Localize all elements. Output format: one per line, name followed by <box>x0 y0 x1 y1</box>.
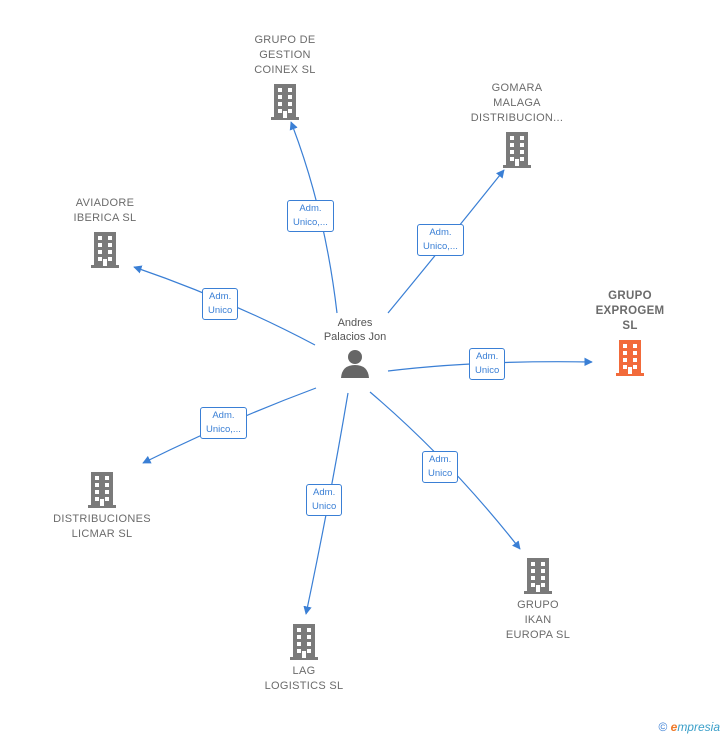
building-icon <box>271 84 299 120</box>
relation-label-aviadore[interactable]: Adm. Unico <box>202 288 239 320</box>
building-icon <box>290 624 318 660</box>
company-grupo-gestion-coinex[interactable]: GRUPO DE GESTION COINEX SL <box>235 33 335 120</box>
relation-label-licmar[interactable]: Adm. Unico,... <box>200 407 247 439</box>
building-icon <box>524 558 552 594</box>
relation-label-ikan[interactable]: Adm. Unico <box>422 451 459 483</box>
person-name: Andres Palacios Jon <box>323 317 387 343</box>
company-name: GRUPO IKAN EUROPA SL <box>505 599 571 641</box>
company-grupo-ikan[interactable]: GRUPO IKAN EUROPA SL <box>488 558 588 643</box>
building-icon <box>91 232 119 268</box>
company-lag-logistics[interactable]: LAG LOGISTICS SL <box>254 624 354 694</box>
company-grupo-exprogem[interactable]: GRUPO EXPROGEM SL <box>580 289 680 376</box>
company-gomara-malaga[interactable]: GOMARA MALAGA DISTRIBUCION... <box>462 81 572 168</box>
relation-label-exprogem[interactable]: Adm. Unico <box>469 348 506 380</box>
brand-name: mpresia <box>677 720 720 734</box>
company-name: AVIADORE IBERICA SL <box>73 197 137 224</box>
company-name: DISTRIBUCIONES LICMAR SL <box>53 513 151 540</box>
brand-initial: e <box>670 720 678 734</box>
person-node[interactable]: Andres Palacios Jon <box>300 316 410 378</box>
company-aviadore-iberica[interactable]: AVIADORE IBERICA SL <box>55 196 155 268</box>
copyright-symbol: © <box>658 720 668 734</box>
person-icon <box>341 350 369 378</box>
company-name: LAG LOGISTICS SL <box>264 665 344 692</box>
company-name: GRUPO EXPROGEM SL <box>595 290 665 332</box>
relation-label-gomara[interactable]: Adm. Unico,... <box>417 224 464 256</box>
building-icon <box>88 472 116 508</box>
company-name: GRUPO DE GESTION COINEX SL <box>254 34 316 76</box>
company-distribuciones-licmar[interactable]: DISTRIBUCIONES LICMAR SL <box>43 472 161 542</box>
building-icon <box>503 132 531 168</box>
company-name: GOMARA MALAGA DISTRIBUCION... <box>470 82 564 124</box>
copyright-brand: © empresia <box>658 720 720 734</box>
relation-label-coinex[interactable]: Adm. Unico,... <box>287 200 334 232</box>
building-icon <box>616 340 644 376</box>
relation-label-lag[interactable]: Adm. Unico <box>306 484 343 516</box>
